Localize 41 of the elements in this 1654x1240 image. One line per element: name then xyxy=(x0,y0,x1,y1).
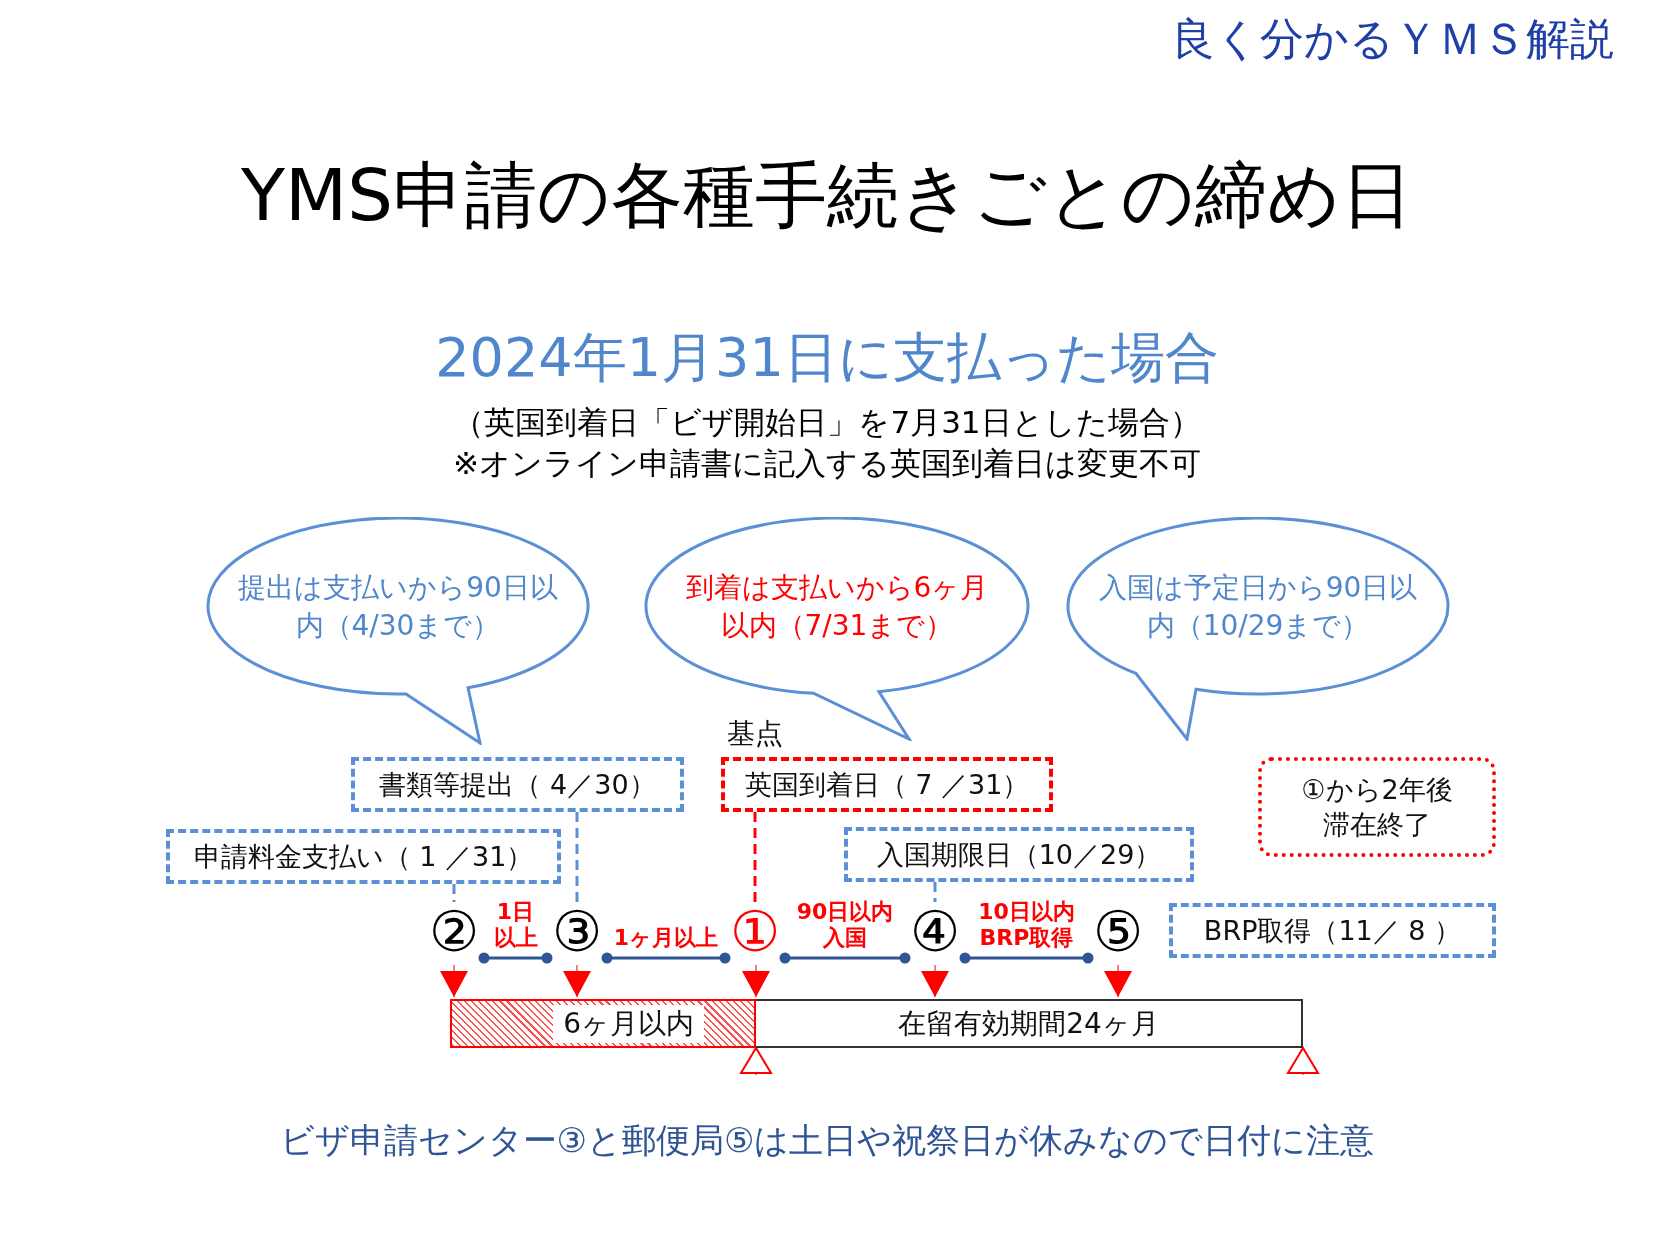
leader-line xyxy=(753,812,757,902)
title: YMS申請の各種手続きごとの締め日 xyxy=(240,152,1414,239)
step-number: ② xyxy=(424,902,484,962)
callout-box: BRP取得（11／ 8 ） xyxy=(1169,903,1496,958)
timeline-segment xyxy=(478,952,553,964)
step-number: ④ xyxy=(905,902,965,962)
period-bar: 6ヶ月以内 xyxy=(450,999,756,1048)
end-marker-arrow xyxy=(740,1047,772,1076)
step-number: ① xyxy=(725,902,785,962)
pointer-arrow xyxy=(1104,964,1132,998)
speech-bubble: 提出は支払いから90日以内（4/30まで） xyxy=(206,517,590,745)
side-note: 基点 xyxy=(727,716,783,752)
callout-box: 書類等提出（ 4／30） xyxy=(351,757,684,812)
leader-line xyxy=(933,882,937,902)
edge-label: 90日以内入国 xyxy=(795,899,895,950)
edge-label: 10日以内BRP取得 xyxy=(977,899,1076,950)
end-marker-arrow xyxy=(1287,1047,1319,1076)
speech-bubble: 入国は予定日から90日以内（10/29まで） xyxy=(1066,517,1450,741)
callout-box: 申請料金支払い（ 1 ／31） xyxy=(166,829,561,884)
callout-box: 英国到着日（ 7 ／31） xyxy=(721,757,1053,812)
header-text: 良く分かるＹＭＳ解説 xyxy=(1171,12,1614,66)
note-text: ※オンライン申請書に記入する英国到着日は変更不可 xyxy=(452,444,1202,483)
pointer-arrow xyxy=(440,964,468,998)
step-number: ⑤ xyxy=(1088,902,1148,962)
subtitle: 2024年1月31日に支払った場合 xyxy=(434,325,1220,391)
callout-box: ①から2年後滞在終了 xyxy=(1258,757,1496,857)
leader-line xyxy=(452,884,456,902)
callout-box: 入国期限日（10／29） xyxy=(844,827,1194,882)
footer-note: ビザ申請センター③と郵便局⑤は土日や祝祭日が休みなので日付に注意 xyxy=(278,1119,1376,1162)
timeline-segment xyxy=(959,952,1094,964)
pointer-arrow xyxy=(921,964,949,998)
note-text: （英国到着日「ビザ開始日」を7月31日とした場合） xyxy=(452,403,1202,442)
edge-label: 1日以上 xyxy=(492,899,539,950)
pointer-arrow xyxy=(742,964,770,998)
step-number: ③ xyxy=(547,902,607,962)
period-bar: 在留有効期間24ヶ月 xyxy=(756,999,1303,1048)
timeline-segment xyxy=(779,952,911,964)
timeline-segment xyxy=(601,952,731,964)
pointer-arrow xyxy=(563,964,591,998)
leader-line xyxy=(575,812,579,902)
edge-label: 1ヶ月以上 xyxy=(612,924,720,950)
